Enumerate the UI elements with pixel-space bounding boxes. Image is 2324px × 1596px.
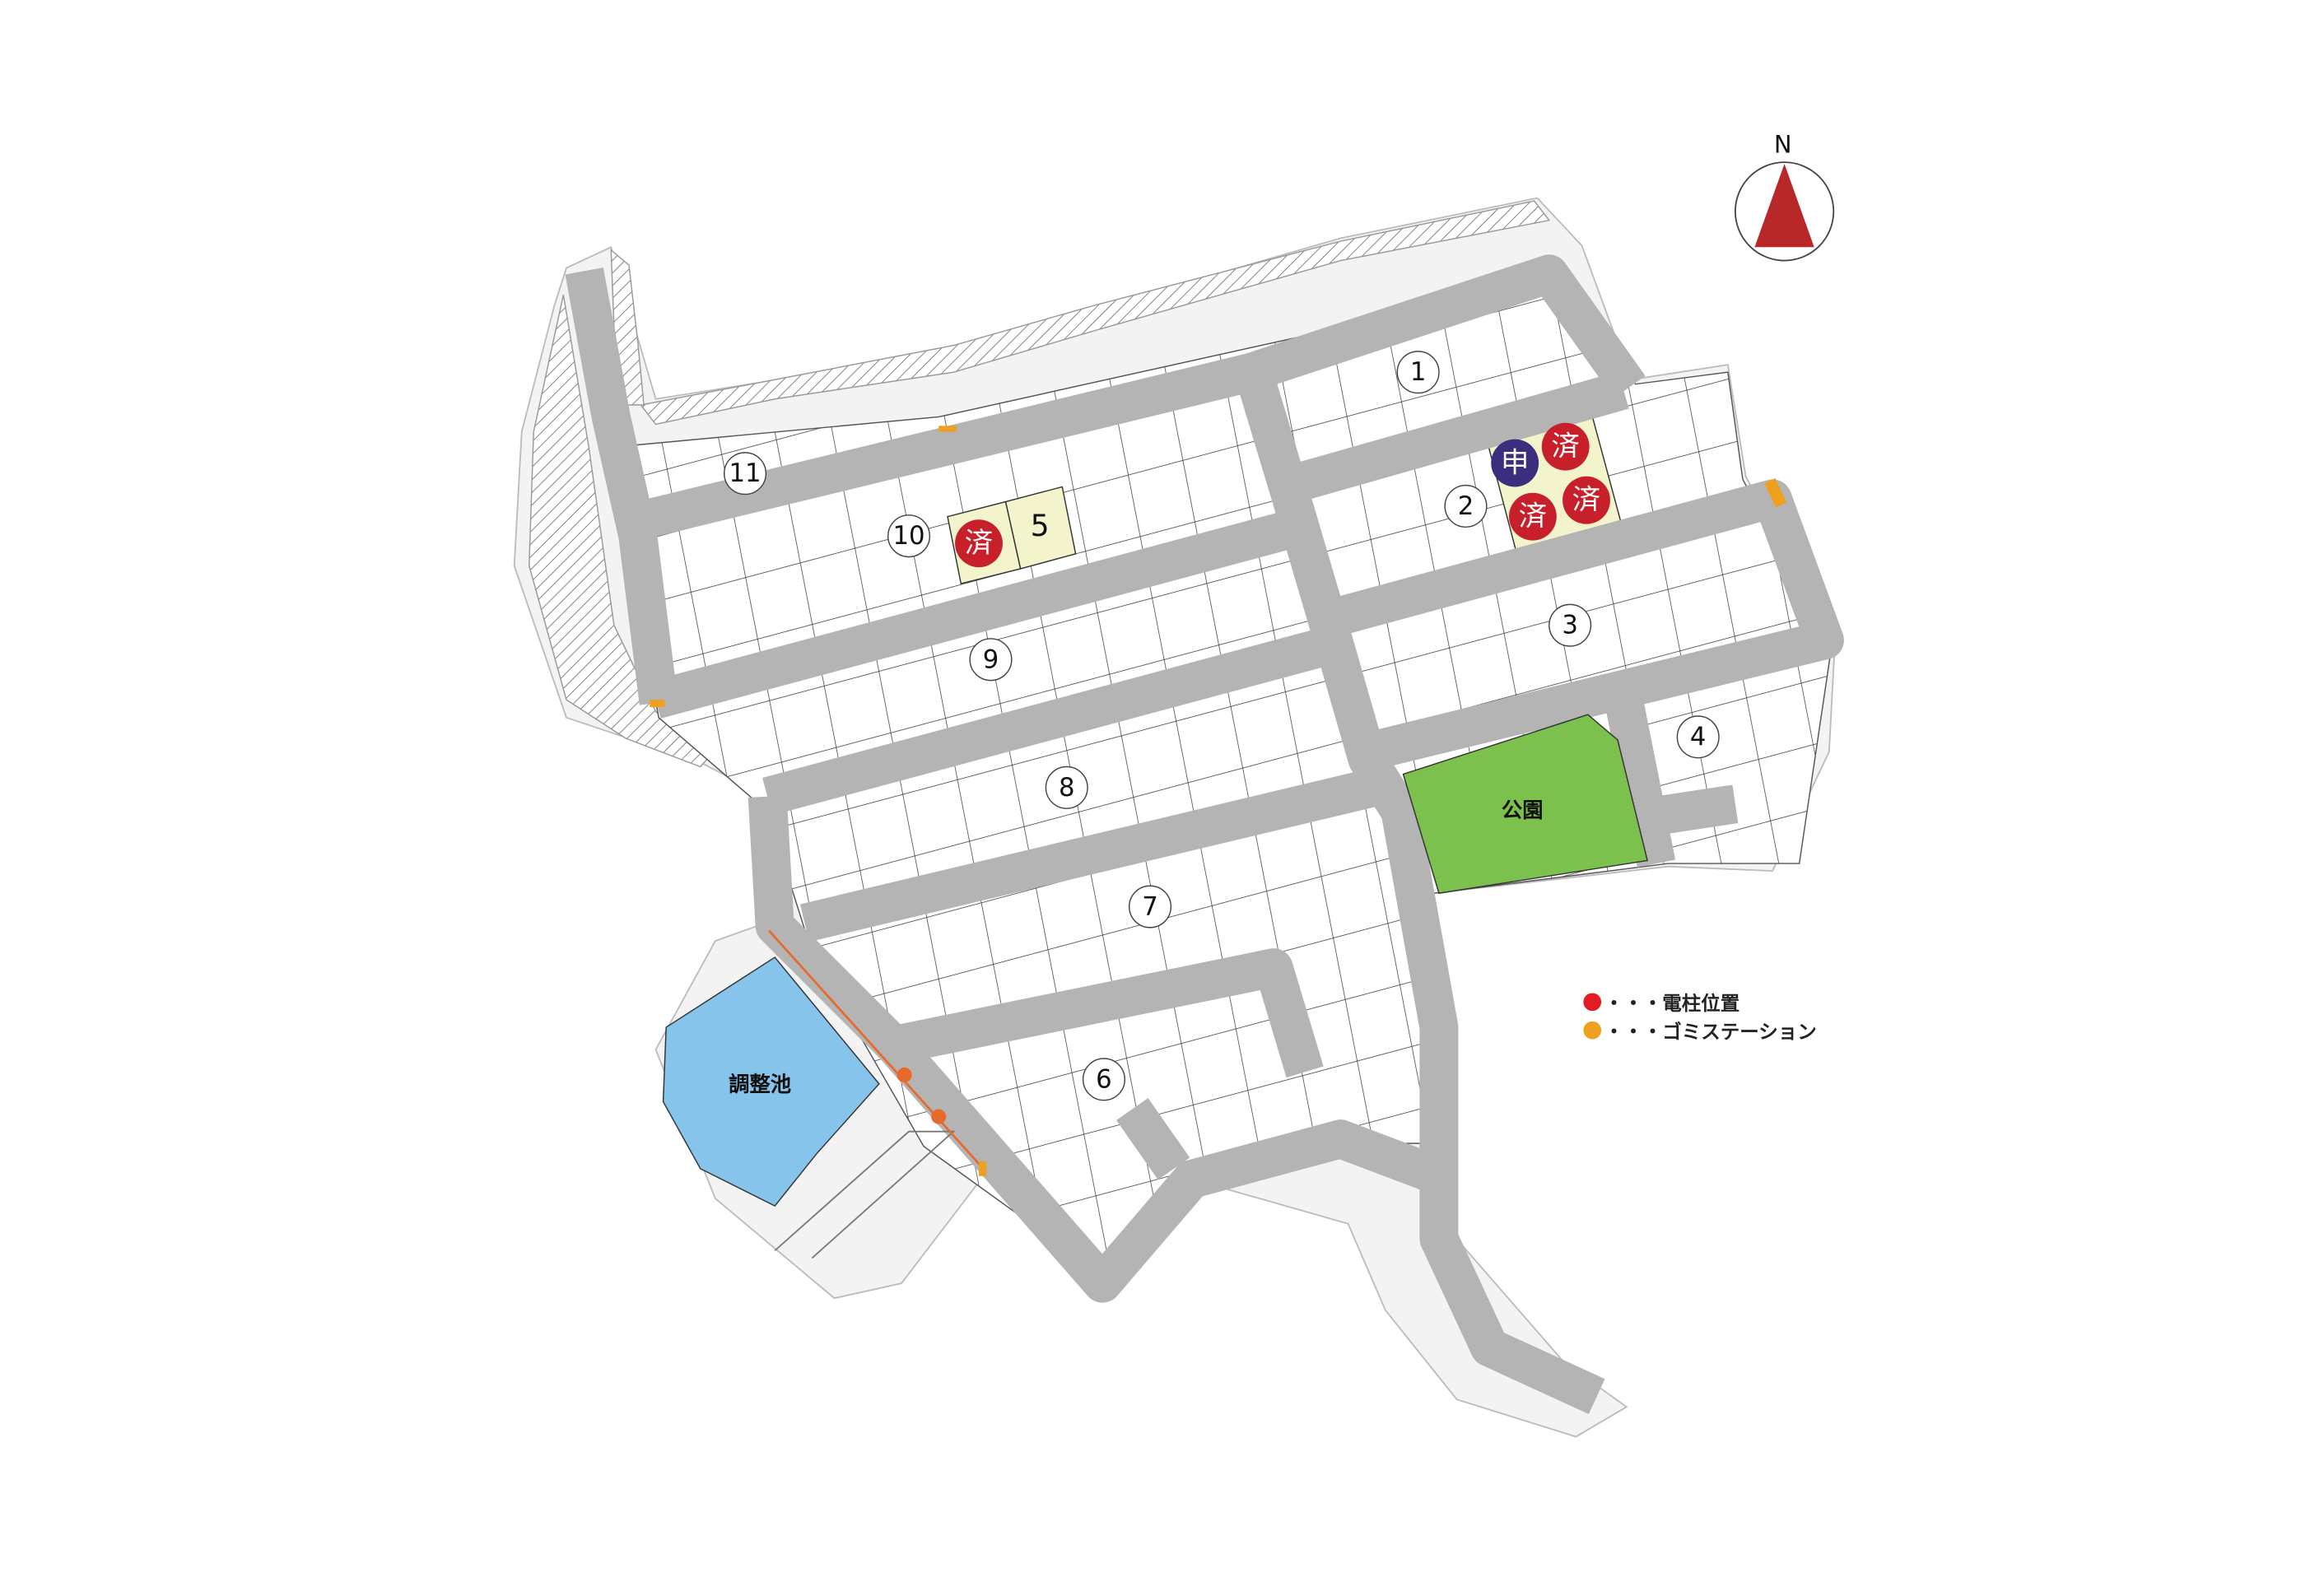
legend-utility-pole: 電柱位置 — [1662, 992, 1740, 1015]
block-numbers: 1 2 3 4 6 7 8 9 10 11 — [723, 351, 1720, 1101]
block-number-circle — [1676, 715, 1720, 759]
block-number-2: 2 — [1444, 484, 1488, 528]
garbage-station-marker — [650, 700, 665, 708]
block-number-circle — [1082, 1058, 1126, 1101]
block-number-text: 8 — [1059, 773, 1075, 803]
lot-5-label: 5 — [1031, 508, 1050, 543]
block-number-text: 1 — [1410, 357, 1427, 387]
badge-circle — [955, 519, 1003, 568]
block-number-3: 3 — [1549, 603, 1592, 647]
block-number-circle — [1128, 885, 1172, 928]
road-network — [565, 254, 1844, 1415]
block-number-circle — [969, 638, 1013, 682]
block-number-10: 10 — [887, 514, 931, 558]
legend: ・・・電柱位置 ・・・ゴミステーション — [1583, 992, 1817, 1043]
block-number-11: 11 — [723, 452, 767, 496]
slope-west — [529, 294, 714, 768]
badge-circle — [1541, 422, 1590, 471]
block-number-circle — [887, 514, 931, 558]
block-number-circle — [1396, 351, 1440, 394]
utility-pole-marker — [931, 1109, 947, 1124]
badge-sold: 済 — [1541, 422, 1590, 471]
block-number-text: 9 — [983, 644, 999, 674]
block-number-text: 6 — [1096, 1064, 1112, 1094]
block-number-6: 6 — [1082, 1058, 1126, 1101]
block-number-4: 4 — [1676, 715, 1720, 759]
slope-north — [640, 200, 1551, 426]
garbage-station-marker — [938, 426, 957, 432]
legend-dots: ・・・ — [1604, 992, 1663, 1015]
badge-text: 済 — [1519, 500, 1547, 533]
badge-applied: 申 — [1491, 439, 1539, 487]
garbage-station-legend-icon — [1583, 1021, 1602, 1040]
badge-sold: 済 — [1563, 476, 1610, 524]
block-number-text: 10 — [892, 521, 924, 551]
badge-circle — [1508, 492, 1557, 541]
block-number-text: 4 — [1690, 722, 1707, 751]
block-number-circle — [723, 452, 767, 496]
block-number-1: 1 — [1396, 351, 1440, 394]
lot-status-badges: 済済済済申 — [955, 422, 1610, 568]
badge-sold: 済 — [955, 519, 1003, 568]
pond-label: 調整池 — [729, 1072, 791, 1096]
block-number-circle — [1549, 603, 1592, 647]
legend-row-garbage-station: ・・・ゴミステーション — [1604, 1020, 1817, 1043]
legend-garbage-station: ゴミステーション — [1662, 1020, 1817, 1043]
legend-row-utility-pole: ・・・電柱位置 — [1604, 992, 1740, 1015]
block-number-circle — [1045, 765, 1088, 809]
legend-dots: ・・・ — [1604, 1020, 1663, 1043]
park-label: 公園 — [1502, 798, 1544, 822]
block-number-text: 2 — [1458, 491, 1474, 521]
highlighted-lot-10b — [1004, 486, 1077, 570]
badge-text: 済 — [1572, 484, 1600, 517]
garbage-station-marker — [979, 1161, 987, 1176]
utility-pole-legend-icon — [1583, 993, 1602, 1012]
badge-circle — [1563, 476, 1610, 524]
badge-text: 済 — [965, 527, 993, 560]
badge-circle — [1491, 439, 1539, 487]
boundary-line-orange — [767, 929, 985, 1170]
north-arrow-icon — [1754, 163, 1814, 248]
block-number-7: 7 — [1128, 885, 1172, 928]
badge-text: 済 — [1551, 430, 1579, 463]
block-number-circle — [1444, 484, 1488, 528]
block-number-8: 8 — [1045, 765, 1088, 809]
utility-pole-marker — [897, 1067, 912, 1082]
retention-pond — [662, 956, 880, 1207]
block-number-text: 7 — [1142, 892, 1158, 922]
badge-text: 申 — [1501, 447, 1529, 480]
badge-sold: 済 — [1508, 492, 1557, 541]
block-number-9: 9 — [969, 638, 1013, 682]
garbage-station-marker — [1764, 477, 1787, 508]
pond-access-path — [774, 1130, 956, 1259]
park — [1402, 714, 1649, 895]
block-number-text: 3 — [1562, 611, 1578, 640]
block-number-text: 11 — [729, 458, 761, 488]
north-arrow: N — [1734, 130, 1835, 262]
north-label: N — [1774, 130, 1792, 158]
